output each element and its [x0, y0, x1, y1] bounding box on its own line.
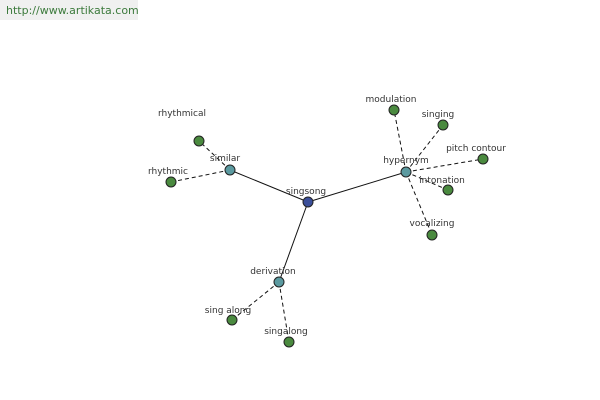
edge-relation-1-leaf-2 [405, 158, 484, 173]
leaf-node-label[interactable]: rhythmical [158, 109, 206, 119]
leaf-node[interactable] [442, 184, 454, 196]
leaf-node[interactable] [426, 229, 438, 241]
nodes-layer: singsong similar rhythmical rhythmic hyperny… [148, 95, 506, 348]
leaf-node[interactable] [388, 104, 400, 116]
leaf-node[interactable] [226, 314, 238, 326]
banner: http://www.artikata.com [0, 0, 139, 20]
relation-node-label[interactable]: hypernym [383, 156, 429, 166]
leaf-node-label[interactable]: pitch contour [446, 144, 506, 154]
banner-url-link[interactable]: http://www.artikata.com [6, 4, 139, 17]
leaf-node-label[interactable]: rhythmic [148, 167, 188, 177]
leaf-node[interactable] [477, 153, 489, 165]
relation-node-label[interactable]: similar [210, 154, 240, 164]
relation-node[interactable] [224, 164, 236, 176]
leaf-node[interactable] [193, 135, 205, 147]
leaf-node-label[interactable]: singalong [264, 327, 308, 337]
edge-center-1 [307, 171, 407, 203]
leaf-node[interactable] [437, 119, 449, 131]
center-node-label[interactable]: singsong [286, 187, 326, 197]
leaf-node-label[interactable]: sing along [205, 306, 251, 316]
leaf-node[interactable] [165, 176, 177, 188]
relation-node[interactable] [400, 166, 412, 178]
relation-node[interactable] [273, 276, 285, 288]
edges-layer [170, 109, 484, 343]
leaf-node-label[interactable]: modulation [366, 95, 417, 105]
edge-center-2 [278, 201, 309, 283]
edge-relation-1-leaf-0 [393, 109, 407, 173]
leaf-node-label[interactable]: singing [422, 110, 455, 120]
edge-relation-1-leaf-1 [405, 124, 444, 173]
center-node[interactable] [302, 196, 314, 208]
edge-center-0 [229, 169, 309, 203]
leaf-node[interactable] [283, 336, 295, 348]
edge-relation-1-leaf-4 [405, 171, 433, 236]
edge-relation-0-leaf-0 [198, 140, 231, 171]
edge-relation-2-leaf-1 [278, 281, 290, 343]
leaf-node-label[interactable]: vocalizing [410, 219, 455, 229]
edge-relation-0-leaf-1 [170, 169, 231, 183]
leaf-node-label[interactable]: intonation [419, 176, 465, 186]
edge-relation-2-leaf-0 [231, 281, 280, 321]
relation-node-label[interactable]: derivation [250, 267, 296, 277]
edge-relation-1-leaf-3 [405, 171, 449, 191]
